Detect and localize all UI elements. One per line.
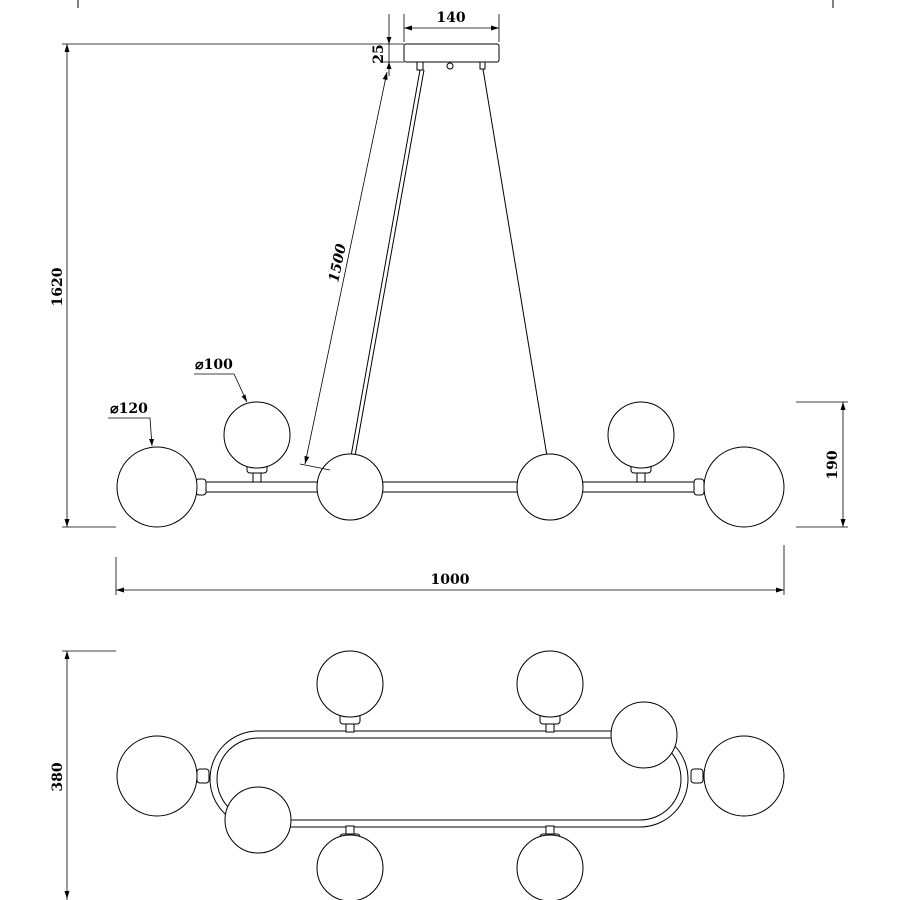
bottom-globe-right [516,834,584,900]
body-height-label: 190 [825,450,841,479]
small-globe-left [223,401,291,469]
total-depth-label: 380 [50,762,66,791]
horizontal-bar [202,481,698,493]
cable-left-inner [354,69,425,457]
small-globe-diameter-label: ⌀100 [195,357,233,373]
arrowhead [304,456,310,464]
bar-end-right [693,478,705,496]
small-globe-right [607,401,675,469]
depth-dimension: 380 [50,650,116,900]
canopy-clamp-right [479,61,486,70]
arrowhead [386,62,392,69]
cable-right [482,68,548,457]
side-socket-right [690,768,704,784]
top-stem-left [345,723,355,733]
arrowhead [64,44,70,52]
cable-length-ext [299,463,331,471]
arrowhead [241,394,247,402]
canopy-height-label: 25 [371,44,387,63]
ring-globe-left [224,786,292,854]
top-view [116,650,785,900]
bottom-stem-left [345,825,355,835]
arrowhead [64,651,70,659]
center-globe-left [316,453,384,521]
arrowhead [64,891,70,899]
bottom-globe-left [316,834,384,900]
arrowhead [491,25,499,31]
arrowhead [404,25,412,31]
canopy-clamp-left [416,61,424,71]
canopy-knob [446,62,454,70]
center-globe-right [516,453,584,521]
front-view [116,43,785,528]
arrowhead [840,402,846,410]
cable-left [350,69,421,457]
arrowhead [149,439,154,446]
bottom-stem-right [545,825,555,835]
side-socket-left [196,768,210,784]
large-globe-right [703,446,785,528]
cable-length-label: 1500 [326,242,350,284]
large-globe-left [116,446,198,528]
front-dimensions: 140 25 1500 1620 ⌀100 ⌀120 [50,10,848,595]
arrowhead [116,587,124,593]
canopy [403,43,500,63]
canopy-width-label: 140 [436,10,465,26]
arrowhead [386,37,392,44]
top-globe-left [316,650,384,718]
large-globe-diameter-label: ⌀120 [110,401,148,417]
arrowhead [382,72,388,80]
ring-outer [209,730,689,828]
arrowhead [840,519,846,527]
large-side-globe-right [703,735,785,817]
arrowhead [64,519,70,527]
total-height-label: 1620 [50,267,66,306]
ring-globe-right [610,701,678,769]
cable-length-line [304,71,388,465]
top-stem-right [545,723,555,733]
arrowhead [776,587,784,593]
large-side-globe-left [116,735,198,817]
total-width-label: 1000 [431,572,470,588]
ring-inner [216,737,682,821]
top-globe-right [516,650,584,718]
